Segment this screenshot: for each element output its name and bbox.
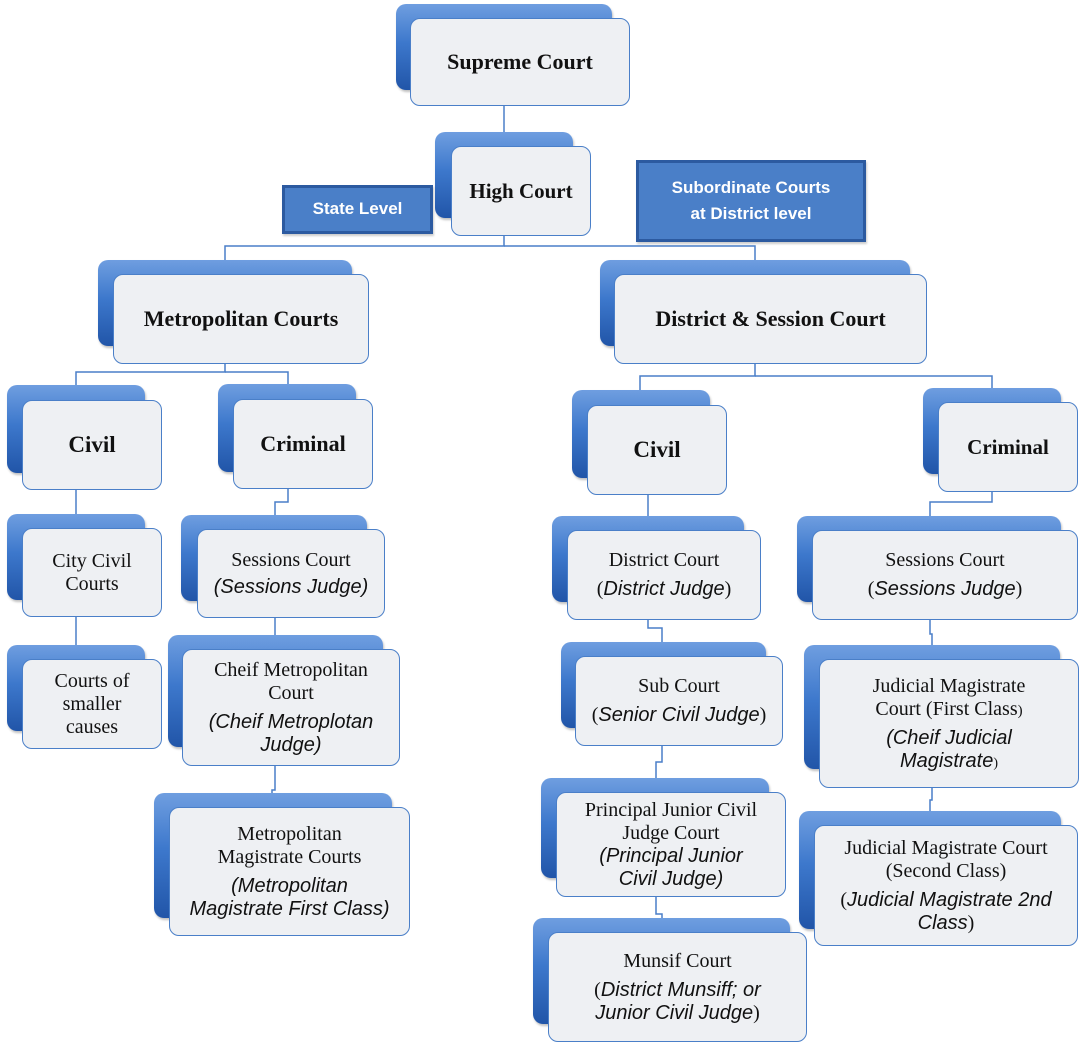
district-court-node: District Court (District Judge) <box>552 516 761 620</box>
district-session-court-title: District & Session Court <box>655 306 886 332</box>
district-civil-node: Civil <box>572 390 727 495</box>
jm2-judge-wrap-1: (Judicial Magistrate 2nd <box>840 888 1052 911</box>
district-session-court-node: District & Session Court <box>600 260 927 364</box>
city-civil-line2: Courts <box>65 572 119 595</box>
pjcj-judge-line2: Civil Judge) <box>618 867 724 890</box>
cmm-line1: Cheif Metropolitan <box>214 658 368 681</box>
sub-judge-wrap: (Senior Civil Judge) <box>591 704 767 726</box>
state-level-label: State Level <box>282 185 433 234</box>
metropolitan-courts-title: Metropolitan Courts <box>143 306 339 332</box>
munsif-judge-wrap-2: Junior Civil Judge) <box>595 1001 760 1024</box>
subordinate-text-line1: Subordinate Courts <box>671 177 831 197</box>
jm1-line2-wrap: Court (First Class) <box>875 697 1023 720</box>
state-level-text: State Level <box>312 199 403 219</box>
mm-judge-line1: (Metropolitan <box>231 874 348 897</box>
district-judge-wrap: (District Judge) <box>596 578 732 600</box>
cheif-metropolitan-court-node: Cheif Metropolitan Court (Cheif Metroplo… <box>168 635 400 766</box>
dist-sessions-judge: Sessions Judge <box>874 578 1016 600</box>
metro-civil-node: Civil <box>7 385 162 490</box>
smaller-causes-line1: Courts of <box>54 669 130 692</box>
metro-civil-title: Civil <box>68 431 116 457</box>
subordinate-courts-label: Subordinate Courts at District level <box>636 160 866 242</box>
judicial-magistrate-second-class-node: Judicial Magistrate Court (Second Class)… <box>799 811 1078 946</box>
dist-sessions-title: Sessions Court <box>885 549 1005 571</box>
subordinate-text-line2: at District level <box>690 204 812 223</box>
principal-junior-civil-judge-court-node: Principal Junior Civil Judge Court (Prin… <box>541 778 786 897</box>
pjcj-judge-line1: (Principal Junior <box>599 844 743 867</box>
district-sessions-court-node: Sessions Court (Sessions Judge) <box>797 516 1078 620</box>
munsif-judge-line2: Junior Civil Judge <box>595 1001 754 1024</box>
district-criminal-node: Criminal <box>923 388 1078 492</box>
munsif-judge-wrap-1: (District Munsiff; or <box>594 978 761 1001</box>
city-civil-courts-node: City Civil Courts <box>7 514 162 617</box>
pjcj-line2: Judge Court <box>622 821 720 844</box>
sub-court-node: Sub Court (Senior Civil Judge) <box>561 642 783 746</box>
pjcj-line1: Principal Junior Civil <box>584 798 758 821</box>
mm-judge-line2: Magistrate First Class) <box>189 897 390 920</box>
jm2-line2: (Second Class) <box>885 859 1007 882</box>
jm2-judge-line2: Class <box>917 911 968 934</box>
metropolitan-magistrate-courts-node: Metropolitan Magistrate Courts (Metropol… <box>154 793 410 936</box>
jm1-line1: Judicial Magistrate <box>872 674 1026 697</box>
metro-sessions-judge: (Sessions Judge) <box>213 575 369 598</box>
district-criminal-title: Criminal <box>967 434 1049 459</box>
metro-criminal-node: Criminal <box>218 384 373 489</box>
district-court-title: District Court <box>608 549 720 571</box>
district-judge: District Judge <box>603 578 725 600</box>
city-civil-line1: City Civil <box>52 549 132 572</box>
jm1-judge-line2: Magistrate <box>899 749 994 772</box>
cmm-judge-line2: Judge) <box>260 733 322 756</box>
mm-line1: Metropolitan <box>237 822 342 845</box>
jm2-line1: Judicial Magistrate Court <box>844 836 1048 859</box>
cmm-judge-line1: (Cheif Metroplotan <box>208 710 374 733</box>
high-court-title: High Court <box>469 178 573 203</box>
munsif-judge-line1: District Munsiff; or <box>600 978 761 1001</box>
jm2-judge-line1: Judicial Magistrate 2nd <box>847 888 1052 911</box>
cmm-line2: Court <box>268 681 314 704</box>
metropolitan-courts-node: Metropolitan Courts <box>98 260 369 364</box>
jm1-judge-wrap-2: Magistrate) <box>899 749 999 772</box>
metro-sessions-title: Sessions Court <box>231 548 351 571</box>
supreme-court-title: Supreme Court <box>447 49 593 75</box>
connector <box>655 744 663 792</box>
supreme-court-node: Supreme Court <box>396 4 630 108</box>
jm1-line2: Court (First Class <box>875 697 1018 720</box>
munsif-court-node: Munsif Court (District Munsiff; or Junio… <box>533 918 807 1043</box>
dist-sessions-judge-wrap: (Sessions Judge) <box>867 578 1023 600</box>
judicial-magistrate-first-class-node: Judicial Magistrate Court (First Class) … <box>804 645 1079 788</box>
jm1-judge-line1: (Cheif Judicial <box>886 726 1012 749</box>
high-court-node: High Court <box>435 132 591 236</box>
metro-criminal-title: Criminal <box>260 431 346 457</box>
sub-court-title: Sub Court <box>638 675 720 697</box>
smaller-causes-line2: smaller <box>62 692 122 715</box>
smaller-causes-line3: causes <box>65 715 119 738</box>
smaller-causes-node: Courts of smaller causes <box>7 645 162 749</box>
district-civil-title: Civil <box>633 436 681 462</box>
mm-line2: Magistrate Courts <box>217 845 362 868</box>
munsif-title: Munsif Court <box>623 949 732 972</box>
jm2-judge-wrap-2: Class) <box>917 911 975 934</box>
sub-judge: Senior Civil Judge <box>598 704 760 726</box>
metro-sessions-court-node: Sessions Court (Sessions Judge) <box>181 515 385 618</box>
